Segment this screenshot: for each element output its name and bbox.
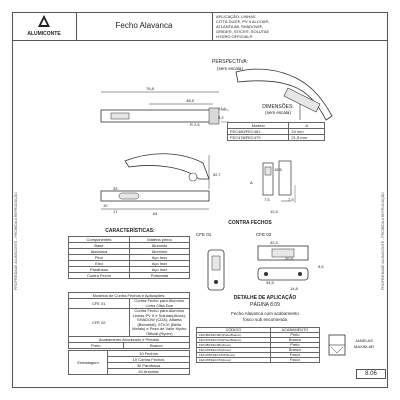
application-detail-note: Fecho Alavanca com acabamento <box>231 311 299 316</box>
dim-label: 14,8 <box>290 286 298 291</box>
window-icon <box>328 334 346 356</box>
material-cell: Poliamida <box>128 272 191 279</box>
code-finish-cell: Fosco <box>269 357 321 363</box>
code-cell: FEC478/FEC479(fosco) <box>196 357 271 363</box>
packaging-label: Embalagem <box>68 350 108 375</box>
application-line: CITTÁ DUE®, PV II ALCOA®, <box>216 19 270 24</box>
footer-subcategory: MAXIM-AR <box>354 344 374 349</box>
sheet-frame <box>12 12 388 388</box>
dim-label: 9,2 <box>218 115 224 120</box>
application-detail-title: DETALHE DE APLICAÇÃO <box>233 295 297 301</box>
dim-label: 10 <box>103 203 108 208</box>
table-row: FEC478/FEC479(fosco)Fosco <box>196 357 321 363</box>
counter-models-table: Modelos de Contra Fechos e Aplicações: C… <box>68 292 190 337</box>
dim-label: 17 <box>113 209 118 214</box>
application-line: ATLANTA 88, SHADOW®, <box>216 24 264 29</box>
application-line: HYDRO OFFICIAL® <box>216 34 253 39</box>
counter-model-desc: Contra Fecho para Alumínio Linha Città D… <box>128 298 190 309</box>
cfe01-label: CFE 01 <box>196 232 212 237</box>
dimensions-table: Modelo A FEC480/FEC481 24 mm FEC478/FEC4… <box>226 122 325 141</box>
dimensions-title: DIMENSÕES: <box>262 104 294 110</box>
counter-model-code: CFE 01 <box>68 298 130 309</box>
perspective-subtitle: (sem escala) <box>217 66 243 71</box>
footer-category: JANELAS <box>355 338 373 343</box>
packaging-table: Embalagem 10 Fechos 10 Contra Fechos 30 … <box>68 350 190 375</box>
brand-logo-icon <box>38 15 50 27</box>
counter-model-code: CFE 02 <box>68 308 130 337</box>
header-bar <box>12 12 388 41</box>
application-detail-page: PÁGINA 8.09 <box>250 302 280 308</box>
dim-label: 12,4 <box>270 209 278 214</box>
counter-fechos-drawing <box>207 245 309 291</box>
application-label: APLICAÇÃO: LINHAS <box>216 14 256 19</box>
drawing-side-view <box>100 153 296 210</box>
table-row: CFE 01 Contra Fecho para Alumínio Linha … <box>68 298 190 309</box>
counter-model-desc: Contra Fecho para Alumínio Linhas PV II … <box>128 308 190 337</box>
dim-label: 48,5 <box>186 98 194 103</box>
table-row: CFE 02 Contra Fecho para Alumínio Linhas… <box>68 308 190 337</box>
dim-label: 13,6 <box>218 106 226 111</box>
dim-label: 9,5 <box>318 264 324 269</box>
page-number: 8.06 <box>356 369 386 379</box>
dim-label: 33 <box>113 186 118 191</box>
brand-name: ALUMICONTE <box>27 31 61 37</box>
dimensions-model: FEC478/FEC479 <box>226 134 290 141</box>
table-row: FEC478/FEC479 21,5 mm <box>226 134 325 141</box>
finish-table: Acabamento Anodizado e Pintado Preto Bra… <box>68 336 191 349</box>
application-line: GRIDE®, STICK®, SOLUTAE <box>216 29 270 34</box>
dim-label: 34,5 <box>266 280 274 285</box>
finish-option: Preto <box>68 342 124 349</box>
dim-label: 15,5 <box>274 167 282 172</box>
finish-option: Branco <box>122 342 191 349</box>
drawing-top-view <box>100 91 229 125</box>
application-block: APLICAÇÃO: LINHAS CITTÁ DUE®, PV II ALCO… <box>216 14 386 39</box>
dimensions-a: 21,5 mm <box>288 134 325 141</box>
dim-label: 63 <box>152 211 158 216</box>
side-note-right: PROPRIEDADE ALUMICONTE - PROIBIDA A REPR… <box>381 192 385 290</box>
dim-label: 52,7 <box>213 172 221 177</box>
logo-box <box>12 12 77 40</box>
application-detail-note: fosco sob encomenda <box>242 317 288 322</box>
side-note-left: PROPRIEDADE ALUMICONTE - PROIBIDA A REPR… <box>14 192 18 290</box>
counter-fechos-title: CONTRA FECHOS <box>228 220 272 226</box>
codes-table: CÓDIGO ACABAMENTO FEC480/FEC481(Preto/Br… <box>196 327 321 363</box>
characteristics-title: CARACTERÍSTICAS: <box>105 228 155 234</box>
dim-label: 7,5 <box>288 197 294 202</box>
dimensions-subtitle: (sem escala) <box>265 110 291 115</box>
perspective-drawing <box>235 68 333 121</box>
product-title: Fecho Alavanca <box>76 12 213 40</box>
dim-label: 20,5 <box>285 256 293 261</box>
dim-label: 76,8 <box>146 86 154 91</box>
cfe02-label: CFE 02 <box>256 232 272 237</box>
dim-label: A <box>250 180 253 185</box>
packaging-item: 40 Arruelas <box>107 368 190 375</box>
perspective-title: PERSPECTIVA: <box>211 59 249 65</box>
dim-label: R 2,5 <box>190 122 200 127</box>
dim-label: 32,3 <box>270 240 278 245</box>
component-cell: Contra Fecho <box>68 272 130 279</box>
dim-label: 7,5 <box>264 197 270 202</box>
